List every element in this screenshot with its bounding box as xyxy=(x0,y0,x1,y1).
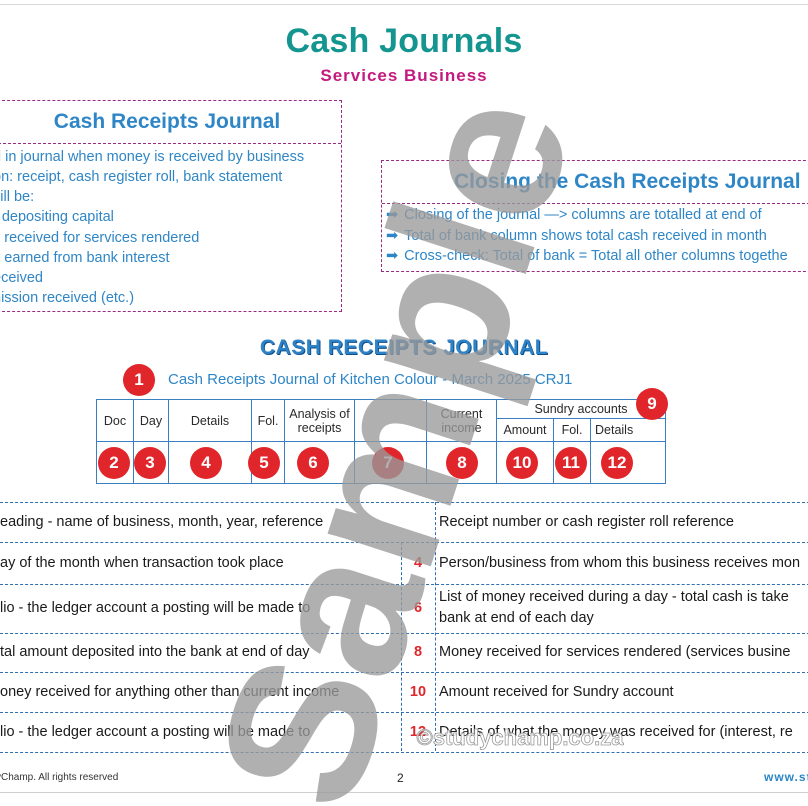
explanation-left: ay of the month when transaction took pl… xyxy=(0,555,284,571)
col-details: Details xyxy=(168,399,252,442)
marker-11: 11 xyxy=(555,447,587,479)
explanation-right: Amount received for Sundry account xyxy=(439,684,674,700)
arrow-right-icon: ➡ xyxy=(386,228,399,244)
receipts-info-heading: Cash Receipts Journal xyxy=(0,101,341,144)
explanation-row xyxy=(0,502,808,543)
page-title: Cash Journals xyxy=(285,22,523,60)
marker-3: 3 xyxy=(134,447,166,479)
marker-8: 8 xyxy=(446,447,478,479)
receipts-info-line: y earned from bank interest xyxy=(0,250,170,266)
col-fol: Fol. xyxy=(251,399,285,442)
explanation-left: oney received for anything other than cu… xyxy=(0,684,340,700)
explanation-right: List of money received during a day - to… xyxy=(439,589,789,605)
closing-info-line: ➡Cross-check: Total of bank = Total all … xyxy=(386,248,788,264)
closing-info-heading: Closing the Cash Receipts Journal xyxy=(382,161,808,204)
closing-info-box: Closing the Cash Receipts Journal ➡Closi… xyxy=(381,160,808,272)
footer-divider xyxy=(0,792,808,793)
marker-4: 4 xyxy=(190,447,222,479)
explanation-left: lio - the ledger account a posting will … xyxy=(0,724,311,740)
receipts-info-line: eceived xyxy=(0,270,43,286)
footer-page-number: 2 xyxy=(397,771,404,785)
col-analysis: Analysis of receipts xyxy=(284,399,355,442)
receipts-info-line: on: receipt, cash register roll, bank st… xyxy=(0,169,283,185)
explanation-number: 12 xyxy=(409,724,427,740)
col-bank xyxy=(354,399,427,442)
closing-info-line: ➡Total of bank column shows total cash r… xyxy=(386,228,767,244)
col-sundry: Sundry accounts xyxy=(496,399,666,419)
explanation-left: eading - name of business, month, year, … xyxy=(0,514,324,530)
crj-subheading: Cash Receipts Journal of Kitchen Colour … xyxy=(168,371,573,388)
marker-7: 7 xyxy=(372,447,404,479)
explanation-number: 8 xyxy=(413,644,423,660)
receipts-info-line: y received for services rendered xyxy=(0,230,200,246)
arrow-right-icon: ➡ xyxy=(386,207,399,223)
col-doc: Doc xyxy=(96,399,134,442)
footer-website: www.st xyxy=(764,770,808,784)
receipts-info-box: Cash Receipts Journal d in journal when … xyxy=(0,100,342,312)
top-divider xyxy=(0,4,808,5)
explanation-number: 4 xyxy=(413,555,423,571)
explanation-row xyxy=(0,712,808,753)
explanation-right: Money received for services rendered (se… xyxy=(439,644,791,660)
col-sundry-details: Details xyxy=(590,418,666,442)
marker-6: 6 xyxy=(297,447,329,479)
explanation-left: tal amount deposited into the bank at en… xyxy=(0,644,310,660)
explanation-number: 10 xyxy=(409,684,427,700)
col-sundry-fol: Fol. xyxy=(553,418,591,442)
receipts-info-line: d in journal when money is received by b… xyxy=(0,149,305,165)
page-subtitle: Services Business xyxy=(320,66,488,85)
closing-info-line: ➡Closing of the journal —> columns are t… xyxy=(386,207,762,223)
explanation-right: Person/business from whom this business … xyxy=(439,555,801,571)
col-sundry-amount: Amount xyxy=(496,418,554,442)
marker-5: 5 xyxy=(248,447,280,479)
marker-1: 1 xyxy=(123,364,155,396)
receipts-info-line: r depositing capital xyxy=(0,209,114,225)
explanation-row xyxy=(0,584,808,634)
explanation-number: 6 xyxy=(413,600,423,616)
explanation-left: lio - the ledger account a posting will … xyxy=(0,600,311,616)
marker-10: 10 xyxy=(506,447,538,479)
explanation-right: Details of what the money was received f… xyxy=(439,724,793,740)
footer-copyright: yChamp. All rights reserved xyxy=(0,772,119,783)
explanation-right: Receipt number or cash register roll ref… xyxy=(439,514,734,530)
explanation-row xyxy=(0,633,808,673)
column-divider xyxy=(401,542,402,751)
column-divider xyxy=(435,502,436,751)
explanation-row xyxy=(0,672,808,713)
marker-9: 9 xyxy=(636,388,668,420)
receipts-info-line: vill be: xyxy=(0,189,35,205)
col-current-income: Current income xyxy=(426,399,497,442)
crj-heading: CASH RECEIPTS JOURNAL xyxy=(259,336,549,359)
receipts-info-line: nission received (etc.) xyxy=(0,290,135,306)
explanation-right-cont: bank at end of each day xyxy=(439,610,594,626)
arrow-right-icon: ➡ xyxy=(386,248,399,264)
marker-2: 2 xyxy=(98,447,130,479)
col-day: Day xyxy=(133,399,169,442)
explanation-row xyxy=(0,542,808,585)
marker-12: 12 xyxy=(601,447,633,479)
